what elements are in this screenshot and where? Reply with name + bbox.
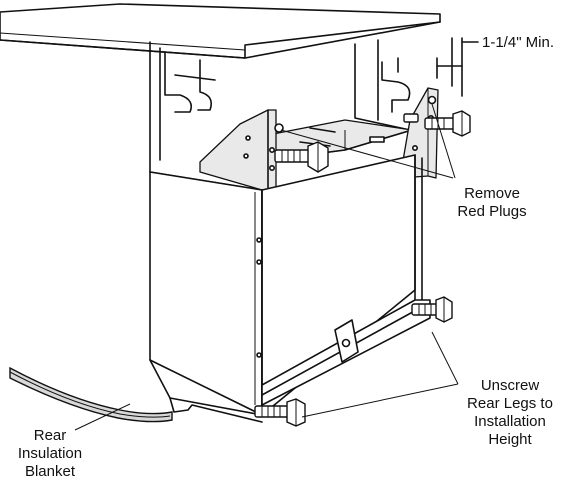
lower-right-leg-bolt [411,296,453,323]
svg-text:Insulation: Insulation [18,445,82,462]
svg-text:Red Plugs: Red Plugs [457,203,526,220]
left-mounting-bracket [199,109,284,196]
label-rear-insulation-blanket: Rear Insulation Blanket [18,427,82,480]
leader-lines [74,103,459,431]
label-remove-red-plugs: Remove Red Plugs [457,185,526,220]
label-unscrew-rear-legs: Unscrew Rear Legs to Installation Height [467,377,553,448]
svg-text:Rear: Rear [34,427,67,444]
lower-left-leg-bolt [254,398,306,427]
svg-text:Unscrew: Unscrew [481,377,540,394]
rear-insulation-blanket [9,366,173,423]
chassis-right-wall [354,39,411,131]
cooktop-top [0,3,441,59]
small-right-bolt [403,113,419,123]
clearance-dimension [436,37,479,97]
cabinet-body [149,154,431,423]
upper-left-bolt [274,141,329,173]
svg-text:Blanket: Blanket [25,463,76,480]
upper-right-bolt [424,110,471,137]
svg-text:Rear Legs to: Rear Legs to [467,395,553,412]
label-min-clearance: 1-1/4" Min. [482,34,554,51]
svg-text:Installation: Installation [474,413,546,430]
svg-text:Height: Height [488,431,532,448]
svg-text:Remove: Remove [464,185,520,202]
